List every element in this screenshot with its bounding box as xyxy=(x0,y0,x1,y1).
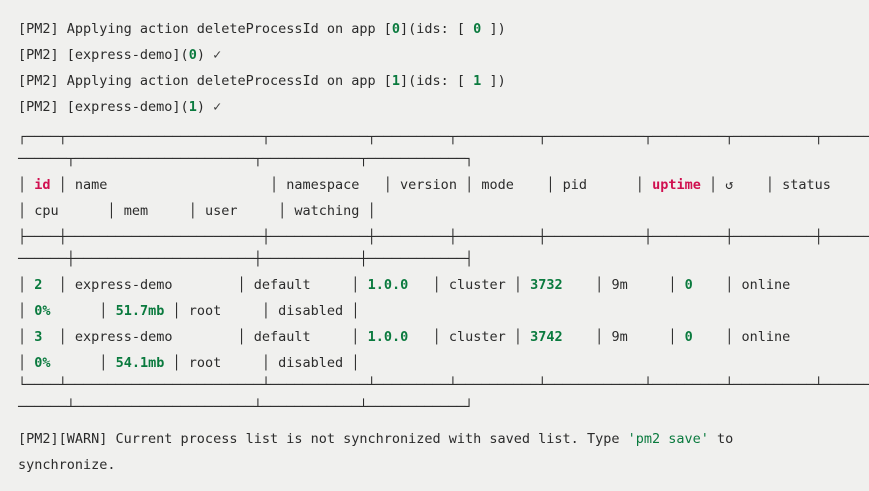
log-text: ](ids: [ xyxy=(400,21,474,37)
cell-cpu: 0% xyxy=(34,303,51,319)
warning-message: [PM2][WARN] Current process list is not … xyxy=(18,426,733,452)
table-top-border-wrapped: ──────┬──────────────────────┬──────────… xyxy=(18,151,474,167)
table-header-row-wrapped: │ cpu │ mem │ user │ watching │ xyxy=(18,203,376,219)
column-header-name: name xyxy=(74,177,108,193)
cell-cpu: 0% xyxy=(34,355,51,371)
cell-name: express-demo xyxy=(74,277,173,293)
table-bottom-border-wrapped: ──────┴──────────────────────┴──────────… xyxy=(18,399,474,415)
log-line-delete-0: [PM2] Applying action deleteProcessId on… xyxy=(18,16,506,42)
cell-mode: cluster xyxy=(448,329,506,345)
cell-namespace: default xyxy=(253,329,311,345)
cell-mem: 54.1mb xyxy=(115,355,165,371)
cell-version: 1.0.0 xyxy=(367,277,409,293)
cell-status: online xyxy=(741,329,791,345)
warning-text: [PM2][WARN] Current process list is not … xyxy=(18,431,628,447)
log-text: ) xyxy=(196,99,205,115)
process-id: 1 xyxy=(473,73,482,89)
app-index: 0 xyxy=(391,21,401,37)
cell-version: 1.0.0 xyxy=(367,329,409,345)
log-text: ](ids: [ xyxy=(400,73,474,89)
table-mid-border-wrapped: ──────┼──────────────────────┼──────────… xyxy=(18,251,474,267)
cell-id: 2 xyxy=(34,277,43,293)
log-text: [PM2] Applying action deleteProcessId on… xyxy=(18,73,392,89)
process-id: 0 xyxy=(473,21,482,37)
column-header-version: version xyxy=(400,177,457,193)
table-mid-border: ├────┼────────────────────────┼─────────… xyxy=(18,229,869,245)
app-index: 0 xyxy=(188,47,197,63)
app-index: 1 xyxy=(391,73,401,89)
table-row-wrapped[interactable]: │ 0% │ 51.7mb │ root │ disabled │ xyxy=(18,303,360,319)
table-header-row: │ id │ name │ namespace │ version │ mode… xyxy=(18,177,831,193)
warning-command: 'pm2 save' xyxy=(627,431,709,447)
cell-pid: 3732 xyxy=(530,277,563,293)
warning-message-continuation: synchronize. xyxy=(18,457,116,473)
cell-watching: disabled xyxy=(278,355,344,371)
cell-status: online xyxy=(741,277,791,293)
column-header-status: status xyxy=(782,177,831,193)
checkmark-icon: ✓ xyxy=(213,47,222,63)
warning-text: to xyxy=(708,431,734,447)
log-text: ]) xyxy=(481,21,506,37)
cell-uptime: 9m xyxy=(611,329,628,345)
column-header-user: user xyxy=(204,203,238,219)
checkmark-icon: ✓ xyxy=(213,99,222,115)
cell-id: 3 xyxy=(34,329,43,345)
log-text: [PM2] [express-demo]( xyxy=(18,47,189,63)
cell-user: root xyxy=(188,303,222,319)
table-row[interactable]: │ 3 │ express-demo │ default │ 1.0.0 │ c… xyxy=(18,329,791,345)
log-line-deleted-0: [PM2] [express-demo](0) ✓ xyxy=(18,42,221,68)
log-text: [PM2] Applying action deleteProcessId on… xyxy=(18,21,392,37)
cell-user: root xyxy=(188,355,222,371)
log-line-deleted-1: [PM2] [express-demo](1) ✓ xyxy=(18,94,221,120)
column-header-mode: mode xyxy=(481,177,514,193)
column-header-cpu: cpu xyxy=(34,203,59,219)
cell-name: express-demo xyxy=(74,329,173,345)
cell-watching: disabled xyxy=(278,303,344,319)
cell-mem: 51.7mb xyxy=(115,303,165,319)
log-line-delete-1: [PM2] Applying action deleteProcessId on… xyxy=(18,68,506,94)
column-header-id: id xyxy=(34,177,51,193)
column-header-mem: mem xyxy=(123,203,149,219)
column-header-uptime: uptime xyxy=(652,177,701,193)
cell-restarts: 0 xyxy=(684,277,693,293)
table-bottom-border: └────┴────────────────────────┴─────────… xyxy=(18,377,869,393)
cell-restarts: 0 xyxy=(684,329,693,345)
restart-icon: ↺ xyxy=(725,177,734,193)
column-header-watching: watching xyxy=(294,203,360,219)
log-text: [PM2] [express-demo]( xyxy=(18,99,189,115)
column-header-namespace: namespace xyxy=(286,177,360,193)
cell-mode: cluster xyxy=(448,277,506,293)
cell-pid: 3742 xyxy=(530,329,563,345)
table-row-wrapped[interactable]: │ 0% │ 54.1mb │ root │ disabled │ xyxy=(18,355,360,371)
log-text: ]) xyxy=(481,73,506,89)
table-row[interactable]: │ 2 │ express-demo │ default │ 1.0.0 │ c… xyxy=(18,277,791,293)
cell-uptime: 9m xyxy=(611,277,628,293)
log-text: ) xyxy=(196,47,205,63)
cell-namespace: default xyxy=(253,277,311,293)
table-top-border: ┌────┬────────────────────────┬─────────… xyxy=(18,129,869,145)
app-index: 1 xyxy=(188,99,197,115)
column-header-pid: pid xyxy=(562,177,588,193)
